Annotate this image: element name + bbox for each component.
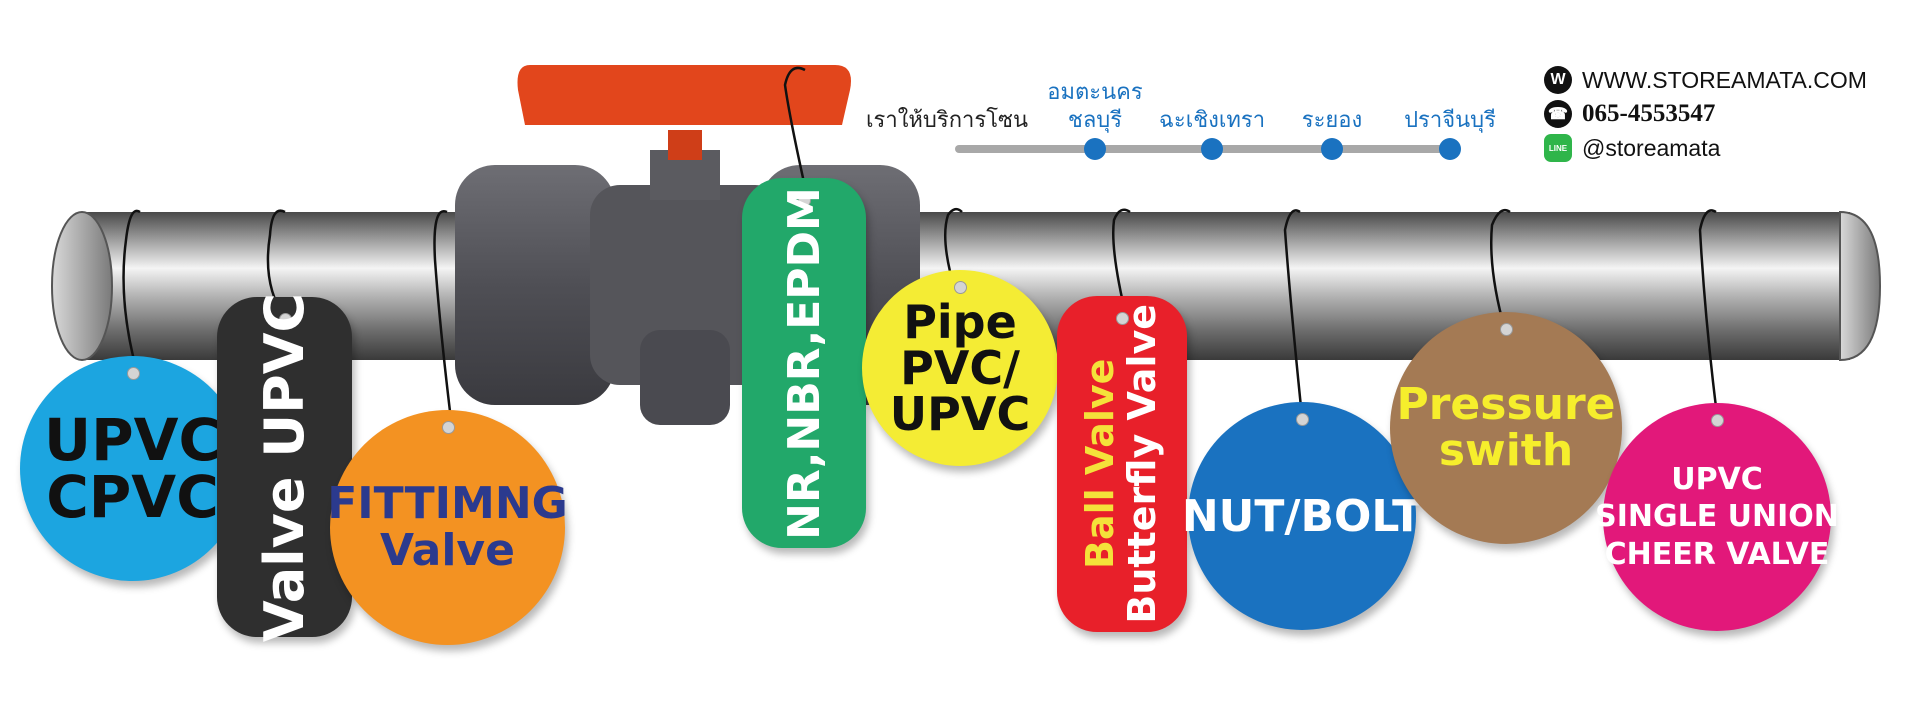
service-zone-label: เราให้บริการโซน [866,107,1028,132]
zone-area: ปราจีนบุรี [1404,107,1496,132]
tag-text-line: Valve UPVC [253,292,317,642]
website-link[interactable]: WWW.STOREAMATA.COM [1582,66,1867,93]
tag-hole [278,313,292,326]
contact-website-row[interactable]: W WWW.STOREAMATA.COM [1544,66,1867,94]
ball-valve [455,65,920,425]
tag-text-line: swith [1438,425,1574,476]
contact-phone-row[interactable]: ☎ 065-4553547 [1544,100,1715,128]
tag-text-line: UPVC [43,405,222,474]
hanging-strings [122,66,1719,429]
service-zone: เราให้บริการโซน อมตะนคร ชลบุรี ฉะเชิงเทร… [860,70,1520,170]
tag-nr-nbr-epdm: NR,NBR,EPDM [742,178,866,548]
website-icon: W [1544,66,1572,94]
tag-text-line: PVC/ [900,341,1020,395]
tag-text-line: Butterfly Valve [1120,304,1165,624]
tag-hole [1711,414,1724,427]
phone-icon: ☎ [1544,100,1572,128]
tag-text-line: NUT/BOLT [1181,490,1423,542]
zone-dot [1439,138,1461,160]
tag-text-line: UPVC [889,387,1031,441]
tag-fittimng-valve: FITTIMNG Valve [327,410,568,645]
tag-hole [441,421,455,434]
tag-text-line: Valve [380,524,515,576]
tag-text-line: UPVC [1671,461,1763,497]
tag-upvc-cpvc: UPVC CPVC [20,356,245,581]
tag-hole [126,367,140,380]
tag-text-line: Pressure [1396,378,1616,430]
line-id[interactable]: @storeamata [1582,134,1721,161]
tag-text-line: FITTIMNG [327,478,568,530]
tag-valve-upvc: Valve UPVC [217,292,352,642]
tag-upvc-single-union-cheer-valve: UPVC SINGLE UNION CHEER VALVE [1595,403,1839,631]
line-app-icon: LINE [1544,134,1572,162]
zone-dot [1201,138,1223,160]
zone-dot [1321,138,1343,160]
tag-hole [1500,323,1513,336]
contact-line-row[interactable]: LINE @storeamata [1544,134,1720,162]
tag-text-line: CPVC [46,462,219,531]
tag-nut-bolt: NUT/BOLT [1182,402,1422,630]
tag-hole [1116,312,1129,325]
zone-dot [1084,138,1106,160]
tag-ball-butterfly-valve: Ball Valve Butterfly Valve [1057,296,1187,632]
tag-text-line: SINGLE UNION [1595,499,1839,535]
tag-text-line: Ball Valve [1078,358,1123,570]
tag-pressure-swith: Pressure swith [1390,312,1622,544]
tag-text-line: NR,NBR,EPDM [778,186,830,540]
zone-area: ชลบุรี [1067,107,1123,132]
tag-pipe-pvc-upvc: Pipe PVC/ UPVC [862,270,1058,466]
tag-hole [954,281,967,294]
zone-area: ฉะเชิงเทรา [1158,107,1266,132]
tag-hole [798,194,811,207]
tag-hole [1296,413,1309,426]
zone-area: อมตะนคร [1047,79,1143,104]
tag-text-line: CHEER VALVE [1604,536,1830,572]
phone-number[interactable]: 065-4553547 [1582,100,1716,127]
zone-area: ระยอง [1301,107,1363,132]
tag-text-line: Pipe [903,295,1017,349]
